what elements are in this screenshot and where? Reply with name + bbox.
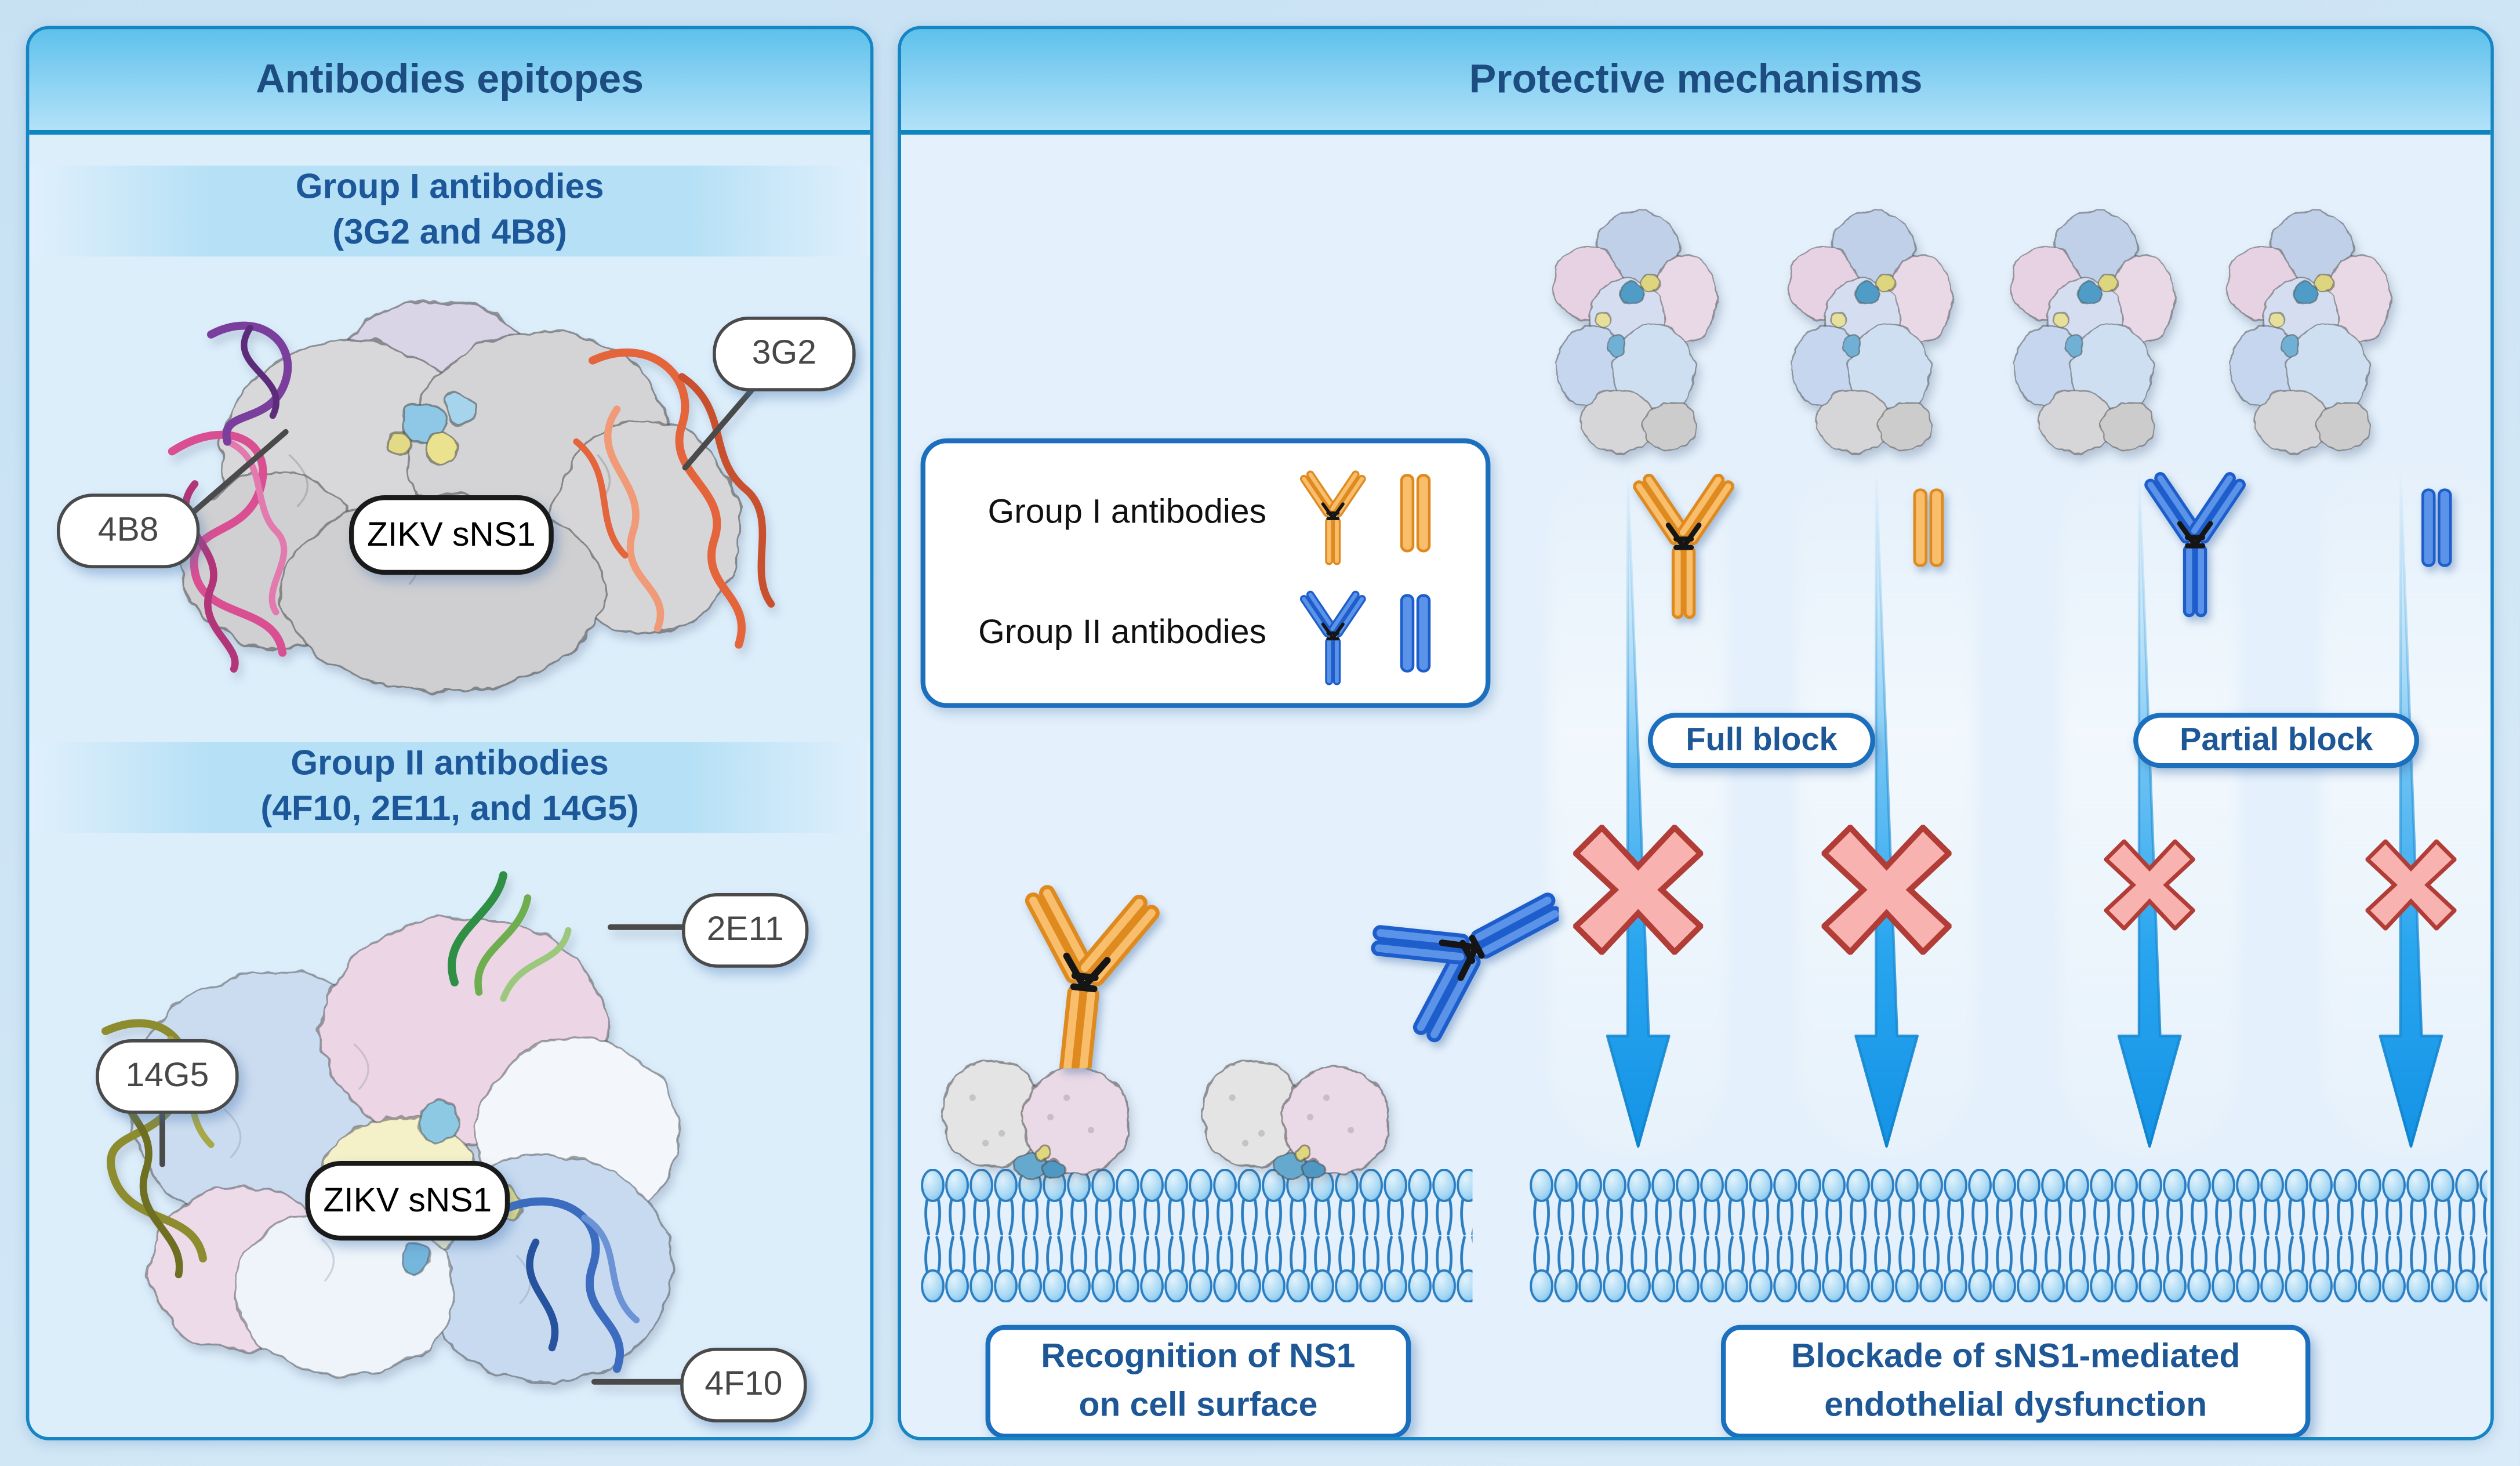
group1-title-line1: Group I antibodies (295, 168, 604, 207)
caption-recognition-line2: on cell surface (1079, 1387, 1318, 1424)
group1-fab-fragment-icon (1911, 487, 1947, 568)
antibody-4f10-ribbon (499, 1197, 640, 1373)
group2-title-line1: Group II antibodies (291, 744, 609, 783)
caption-blockade: Blockade of sNS1-mediated endothelial dy… (1721, 1325, 2311, 1437)
label-2e11: 2E11 (682, 893, 809, 968)
label-4f10: 4F10 (680, 1348, 807, 1423)
caption-recognition: Recognition of NS1 on cell surface (985, 1325, 1411, 1437)
label-14g5: 14G5 (96, 1039, 239, 1114)
sns1-hexamer-illustration (1999, 201, 2187, 461)
group2-igg-antibody-icon (1287, 576, 1378, 690)
group1-subheader: Group I antibodies (3G2 and 4B8) (29, 165, 870, 257)
antibody-4b8-ribbon-purple (206, 321, 292, 446)
cell-membrane-right (1529, 1169, 2488, 1302)
protective-mechanisms-panel: Protective mechanisms Group I antibodies… (898, 26, 2494, 1440)
label-4b8: 4B8 (57, 493, 200, 568)
group1-fab-fragment-icon (1400, 473, 1432, 554)
legend-group2-label: Group II antibodies (978, 614, 1266, 651)
cell-membrane-left (920, 1169, 1473, 1302)
group1-antibody-bound-to-ns1 (950, 849, 1161, 1068)
partial-block-label: Partial block (2133, 713, 2419, 768)
group1-igg-antibody-icon (1614, 455, 1753, 623)
group2-subheader: Group II antibodies (4F10, 2E11, and 14G… (29, 742, 870, 833)
legend-row-group2: Group II antibodies (942, 576, 1469, 690)
sns1-hexamer-illustration (1776, 201, 1965, 461)
label-3g2: 3G2 (713, 317, 856, 391)
caption-blockade-line1: Blockade of sNS1-mediated (1791, 1338, 2241, 1376)
right-panel-title: Protective mechanisms (901, 29, 2491, 135)
sns1-hexamer-illustration (1541, 201, 1729, 461)
antibody-legend: Group I antibodies Group II antibodies (920, 438, 1491, 708)
label-zikv-sns1-group2: ZIKV sNS1 (305, 1161, 510, 1241)
antibodies-epitopes-panel: Antibodies epitopes Group I antibodies (… (26, 26, 874, 1440)
group1-title-line2: (3G2 and 4B8) (332, 212, 567, 252)
group2-fab-fragment-icon (2419, 487, 2455, 568)
group2-antibody-bound-to-ns1 (1315, 873, 1559, 1101)
legend-row-group1: Group I antibodies (942, 456, 1469, 570)
full-block-x-icon (1573, 825, 1703, 955)
caption-recognition-line1: Recognition of NS1 (1041, 1338, 1356, 1376)
ns1-dimer-on-membrane (937, 1049, 1148, 1187)
left-panel-title: Antibodies epitopes (29, 29, 870, 135)
label-connectors (159, 924, 688, 1385)
full-block-label: Full block (1648, 713, 1875, 768)
group2-igg-antibody-icon (2125, 448, 2265, 627)
antibody-2e11-ribbon (448, 871, 572, 1002)
group2-structure-illustration (101, 871, 688, 1385)
group2-fab-fragment-icon (1400, 593, 1432, 674)
label-zikv-sns1-group1: ZIKV sNS1 (349, 495, 554, 575)
caption-blockade-line2: endothelial dysfunction (1824, 1387, 2207, 1424)
antibody-3g2-ribbon (573, 348, 775, 649)
label-connectors (185, 385, 757, 520)
group2-title-line2: (4F10, 2E11, and 14G5) (260, 789, 639, 828)
group1-igg-antibody-icon (1287, 456, 1378, 570)
legend-group1-label: Group I antibodies (987, 493, 1266, 531)
full-block-x-icon (1822, 825, 1952, 955)
partial-block-x-icon (2104, 840, 2195, 931)
sns1-hexamer-illustration (2214, 201, 2403, 461)
partial-block-x-icon (2366, 840, 2457, 931)
